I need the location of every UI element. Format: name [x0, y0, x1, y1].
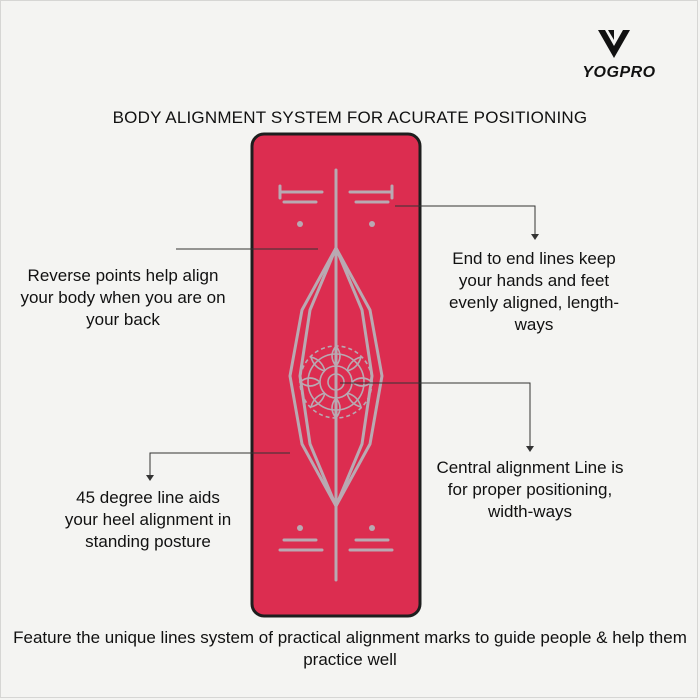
yogpro-chevron-logo-icon: [598, 30, 630, 58]
callout-45-degree-line: 45 degree line aids your heel alignment …: [64, 488, 232, 551]
diamond-inner-left: [298, 246, 338, 508]
mandala-center: [298, 344, 374, 420]
brand-name: YOGPRO: [582, 64, 656, 81]
callout-central-alignment: Central alignment Line is for proper pos…: [436, 458, 624, 521]
brand-logo: YOGPRO: [560, 28, 670, 88]
diamond-upper-right: [334, 246, 384, 508]
page-title: BODY ALIGNMENT SYSTEM FOR ACURATE POSITI…: [112, 108, 588, 127]
callout-end-to-end-lines: End to end lines keep your hands and fee…: [448, 249, 620, 334]
callout-reverse-points: Reverse points help align your body when…: [20, 266, 226, 329]
yoga-mat-illustration: [250, 132, 422, 618]
footer-caption: Feature the unique lines system of pract…: [13, 628, 687, 669]
diamond-upper: [288, 246, 338, 508]
